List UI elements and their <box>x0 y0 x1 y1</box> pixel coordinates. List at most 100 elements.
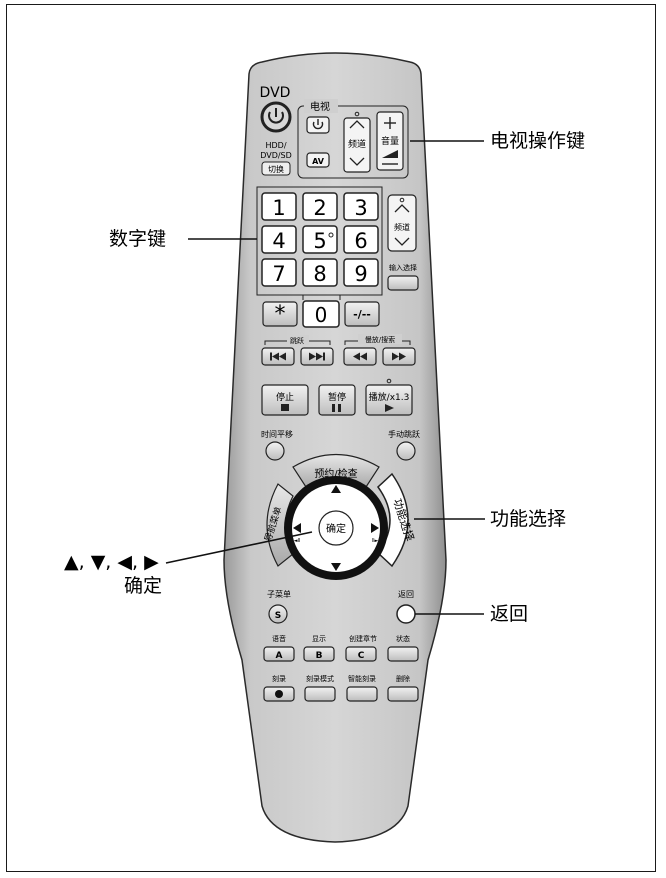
tv-av-button[interactable]: AV <box>306 152 330 168</box>
dash-key-label: -/-- <box>353 308 371 321</box>
tv-key-group <box>297 105 409 179</box>
dvd-sd-label: DVD/SD <box>260 151 292 160</box>
enter-button[interactable]: 确定 <box>318 510 354 546</box>
callout-tv-keys: 电视操作键 <box>490 130 586 152</box>
number-key-label: 8 <box>313 262 326 286</box>
channel-label: 频道 <box>394 222 410 232</box>
delete-label: 删除 <box>396 674 410 683</box>
skip-forward-button[interactable] <box>300 347 334 366</box>
manual-skip-button[interactable] <box>396 441 416 461</box>
s-key-label: S <box>275 611 281 621</box>
sub-menu-button[interactable]: S <box>268 604 288 624</box>
chevron-up-icon <box>394 204 410 213</box>
stop-button[interactable]: 停止 <box>261 384 309 416</box>
input-select-button[interactable] <box>387 275 419 291</box>
delete-button[interactable] <box>387 686 419 702</box>
channel-rocker[interactable]: 频道 <box>387 194 417 252</box>
fast-forward-icon <box>392 352 406 361</box>
pause-label: 暂停 <box>328 391 346 403</box>
time-slip-button[interactable] <box>265 441 285 461</box>
play-label: 播放/x1.3 <box>369 391 410 403</box>
arrow-down-icon[interactable] <box>331 563 341 571</box>
nav-menu-button[interactable]: 导航菜单 <box>262 483 294 567</box>
dvd-power-button[interactable] <box>260 101 292 133</box>
av-label: AV <box>312 157 325 166</box>
status-button[interactable] <box>387 646 419 662</box>
number-key[interactable]: 4 <box>261 225 297 254</box>
number-key-label: 7 <box>272 262 285 286</box>
number-key-label: 4 <box>272 229 285 253</box>
smart-rec-label: 智能刻录 <box>348 674 376 683</box>
number-key[interactable]: 1 <box>261 192 297 221</box>
number-key[interactable]: 9 <box>343 258 379 287</box>
number-key[interactable]: 3 <box>343 192 379 221</box>
number-key[interactable]: 5 <box>302 225 338 254</box>
diagram-frame <box>6 4 656 872</box>
input-select-label: 输入选择 <box>389 263 417 272</box>
callout-line-arrows <box>165 531 313 564</box>
tv-group-label: 电视 <box>310 100 330 113</box>
power-icon <box>268 108 284 124</box>
slow-search-label: 慢放/搜索 <box>365 335 395 344</box>
arrow-left-icon[interactable] <box>293 523 301 533</box>
zero-key[interactable]: 0 <box>302 300 340 328</box>
star-key[interactable]: * <box>262 301 298 327</box>
tv-volume-rocker[interactable]: 音量 <box>376 111 404 171</box>
callout-arrows: ▲, ▼, ◀, ▶ <box>64 551 159 573</box>
volume-label: 音量 <box>381 135 399 147</box>
number-key-label: 5 <box>313 229 326 253</box>
hdd-label: HDD/ <box>265 141 286 150</box>
key-c-button[interactable]: C <box>345 646 377 662</box>
volume-ramp-icon <box>382 150 398 158</box>
pause-icon <box>332 404 341 412</box>
return-button[interactable] <box>396 604 416 624</box>
number-key[interactable]: 7 <box>261 258 297 287</box>
star-key-label: * <box>275 302 286 327</box>
stop-icon <box>281 404 289 411</box>
stop-label: 停止 <box>276 391 294 403</box>
rec-label: 刻录 <box>272 674 286 683</box>
key-b-label: B <box>316 651 323 661</box>
record-button[interactable] <box>263 686 295 702</box>
tv-power-button[interactable] <box>306 116 330 134</box>
number-pad-outline <box>256 186 383 296</box>
rec-mode-label: 刻录模式 <box>306 674 334 683</box>
time-slip-label: 时间平移 <box>261 429 293 439</box>
rewind-button[interactable] <box>343 347 377 366</box>
number-key[interactable]: 6 <box>343 225 379 254</box>
return-label: 返回 <box>398 590 414 599</box>
play-button[interactable]: 播放/x1.3 <box>365 378 413 416</box>
dash-key[interactable]: -/-- <box>344 301 380 327</box>
skip-forward-icon <box>309 352 325 361</box>
status-label: 状态 <box>396 634 410 643</box>
callout-return: 返回 <box>490 603 529 625</box>
zero-key-label: 0 <box>315 303 328 327</box>
tv-channel-label: 频道 <box>348 138 366 150</box>
drive-switch-button[interactable]: 切换 <box>261 161 291 176</box>
arrow-right-icon[interactable] <box>371 523 379 533</box>
number-key-label: 9 <box>354 262 367 286</box>
number-key[interactable]: 2 <box>302 192 338 221</box>
key-a-button[interactable]: A <box>263 646 295 662</box>
chevron-up-icon <box>349 120 365 129</box>
rewind-icon <box>353 352 367 361</box>
chevron-down-icon <box>394 237 410 246</box>
number-key[interactable]: 8 <box>302 258 338 287</box>
skip-back-icon <box>270 352 286 361</box>
number-key-label: 3 <box>354 196 367 220</box>
create-chapter-label: 创建章节 <box>349 634 377 643</box>
chevron-down-icon <box>349 157 365 166</box>
key-b-button[interactable]: B <box>303 646 335 662</box>
number-key-label: 1 <box>272 196 285 220</box>
skip-back-button[interactable] <box>261 347 295 366</box>
rec-mode-button[interactable] <box>304 686 336 702</box>
arrow-up-icon[interactable] <box>331 485 341 493</box>
fast-forward-button[interactable] <box>382 347 416 366</box>
tv-channel-rocker[interactable]: 频道 <box>343 111 371 173</box>
right-frame-icon: II► <box>372 538 379 544</box>
pause-button[interactable]: 暂停 <box>318 384 356 416</box>
tactile-dot-icon <box>328 232 334 238</box>
smart-rec-button[interactable] <box>346 686 378 702</box>
timer-check-label: 预约/检查 <box>314 467 357 480</box>
